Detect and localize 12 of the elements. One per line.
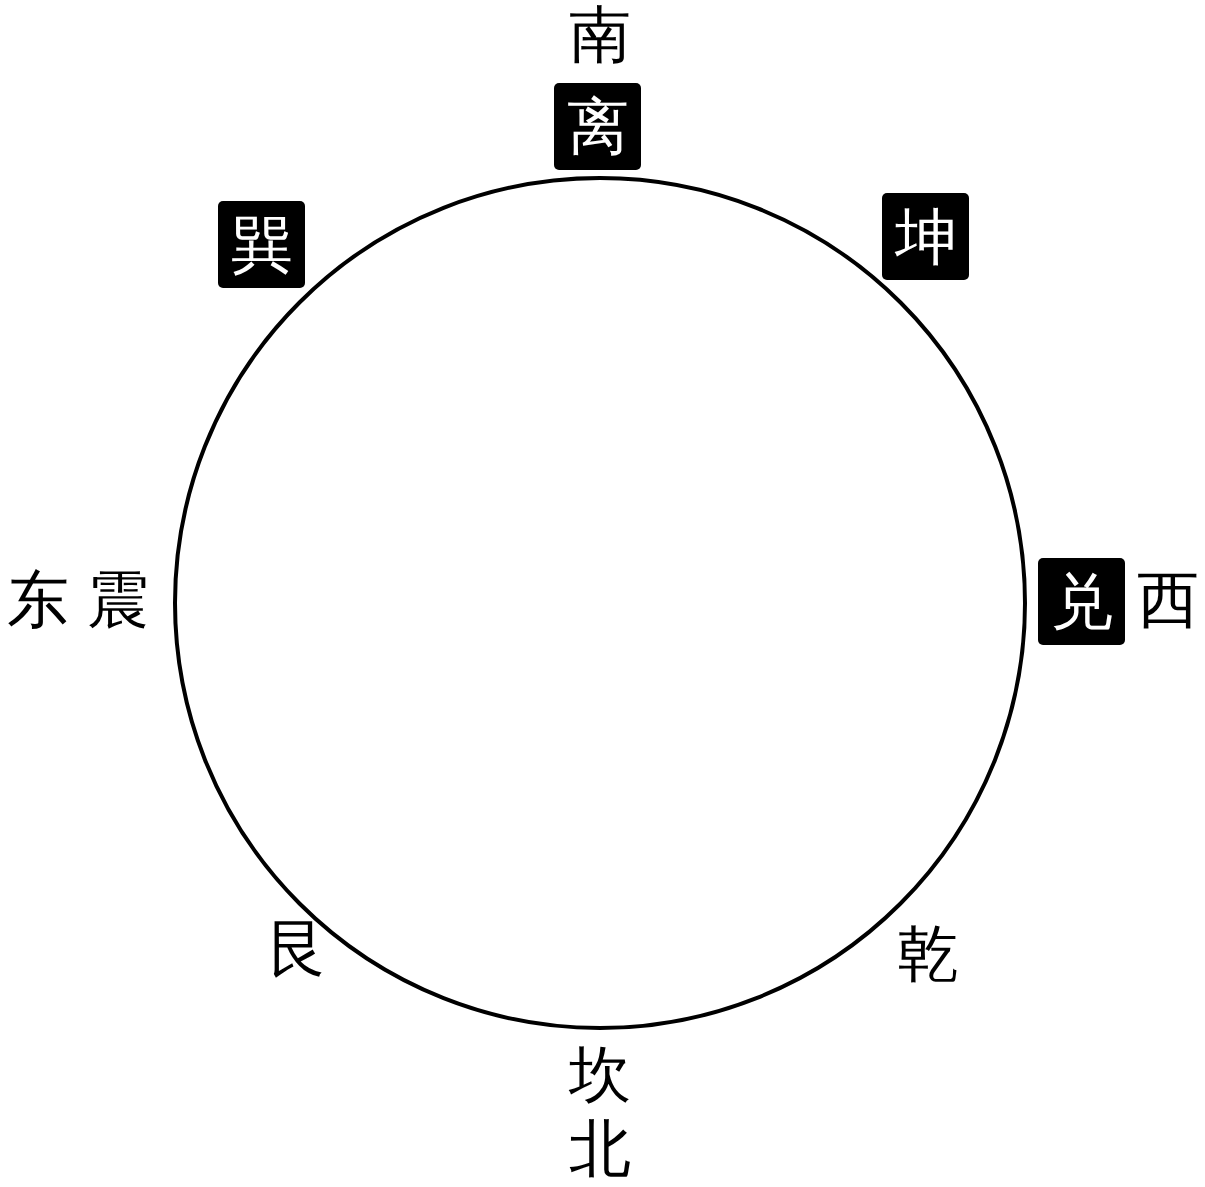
character-label: 北 bbox=[568, 1118, 632, 1180]
character-label: 震 bbox=[86, 569, 150, 631]
character-label: 艮 bbox=[266, 918, 330, 980]
trigram-box: 巽 bbox=[218, 201, 305, 288]
character-label: 西 bbox=[1136, 569, 1200, 631]
character-label: 南 bbox=[568, 4, 632, 66]
trigram-box: 离 bbox=[554, 83, 641, 170]
character-label: 东 bbox=[6, 569, 70, 631]
trigram-box: 坤 bbox=[882, 193, 969, 280]
trigram-box: 兑 bbox=[1038, 558, 1125, 645]
character-label: 坎 bbox=[568, 1044, 632, 1106]
character-label: 乾 bbox=[896, 923, 960, 985]
